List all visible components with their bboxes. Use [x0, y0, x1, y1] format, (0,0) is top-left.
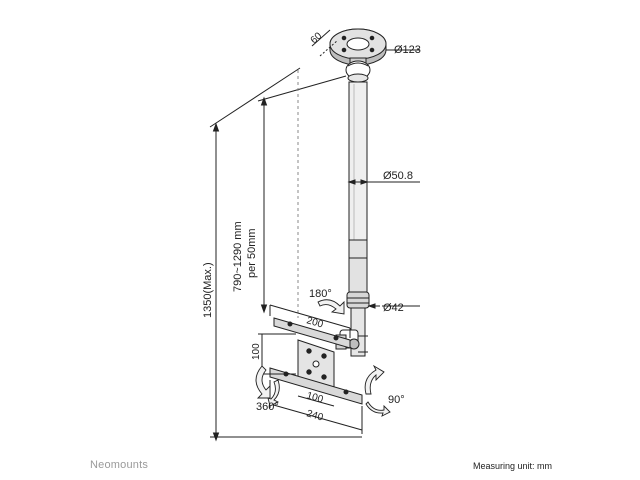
lower-diameter-label: Ø42	[383, 302, 404, 314]
swivel-arrow	[317, 299, 345, 315]
brand-logo: Neomounts	[90, 459, 149, 471]
rotate-label: 360°	[256, 401, 279, 413]
pole-diameter-dimension	[347, 179, 420, 185]
bracket-width-top-dimension	[269, 304, 351, 338]
swivel-label: 180°	[309, 288, 332, 300]
pole-diameter-label: Ø50.8	[383, 170, 413, 182]
total-height-label: 1350(Max.)	[202, 262, 214, 318]
vesa-width-label: 100	[305, 390, 324, 405]
bracket-height-label: 100	[251, 343, 262, 360]
adjust-range-label: 790~1290 mm	[232, 221, 244, 292]
rotate-arrow	[255, 365, 280, 407]
bracket-width-top-label: 200	[305, 315, 324, 330]
bracket-top-rail	[273, 317, 351, 349]
tilt-label: 90°	[388, 394, 405, 406]
adjust-range-dimension	[257, 75, 347, 314]
tilt-arrow	[364, 364, 391, 417]
upper-joint	[345, 57, 371, 83]
plate-diameter-label: Ø123	[394, 44, 421, 56]
plate-depth-dimension	[311, 29, 339, 57]
main-pole	[348, 81, 368, 293]
adjust-step-label: per 50mm	[246, 228, 258, 278]
lower-collar	[346, 291, 420, 309]
measuring-unit-note: Measuring unit: mm	[472, 461, 552, 471]
bracket-width-bottom-label: 240	[305, 408, 324, 423]
plate-depth-label: 60	[309, 30, 325, 46]
total-height-dimension	[209, 67, 362, 442]
